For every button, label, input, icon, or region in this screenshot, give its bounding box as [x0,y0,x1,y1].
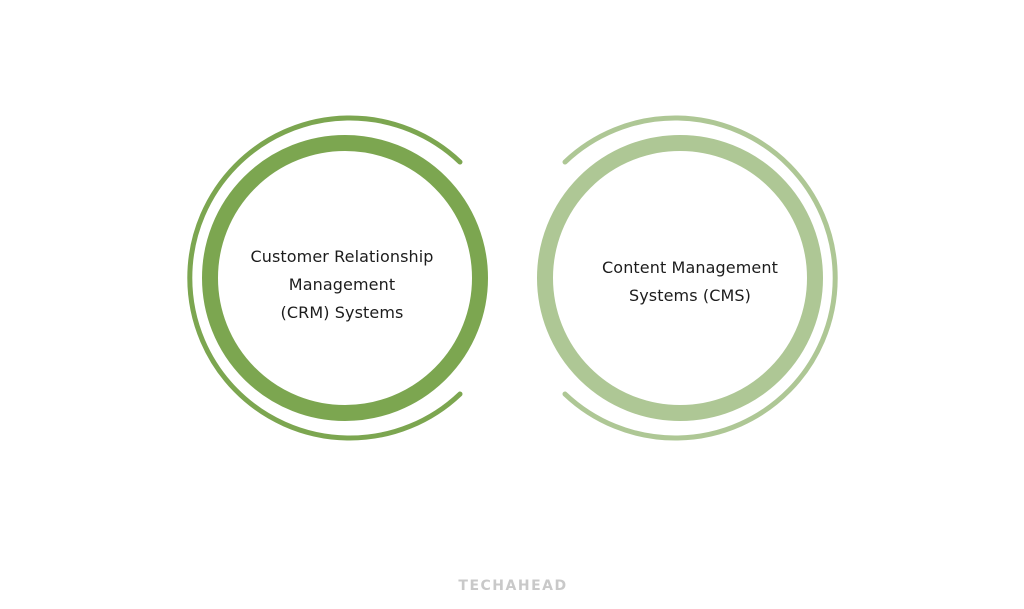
cms-label: Content Management Systems (CMS) [560,254,820,310]
cms-inner-ring [537,135,823,421]
cms-circle [537,115,838,441]
crm-label-line-2: Management [288,275,396,294]
crm-circle [187,115,488,441]
crm-label: Customer Relationship Management (CRM) S… [217,243,467,327]
cms-outer-arc [562,115,838,441]
cms-label-line-1: Content Management [602,258,778,277]
crm-label-line-3: (CRM) Systems [280,303,404,322]
cms-label-line-2: Systems (CMS) [628,286,751,305]
brand-logo-text: TECHAHEAD [458,578,568,594]
crm-label-line-1: Customer Relationship [250,247,434,266]
crm-outer-arc [187,115,463,441]
crm-inner-ring [202,135,488,421]
